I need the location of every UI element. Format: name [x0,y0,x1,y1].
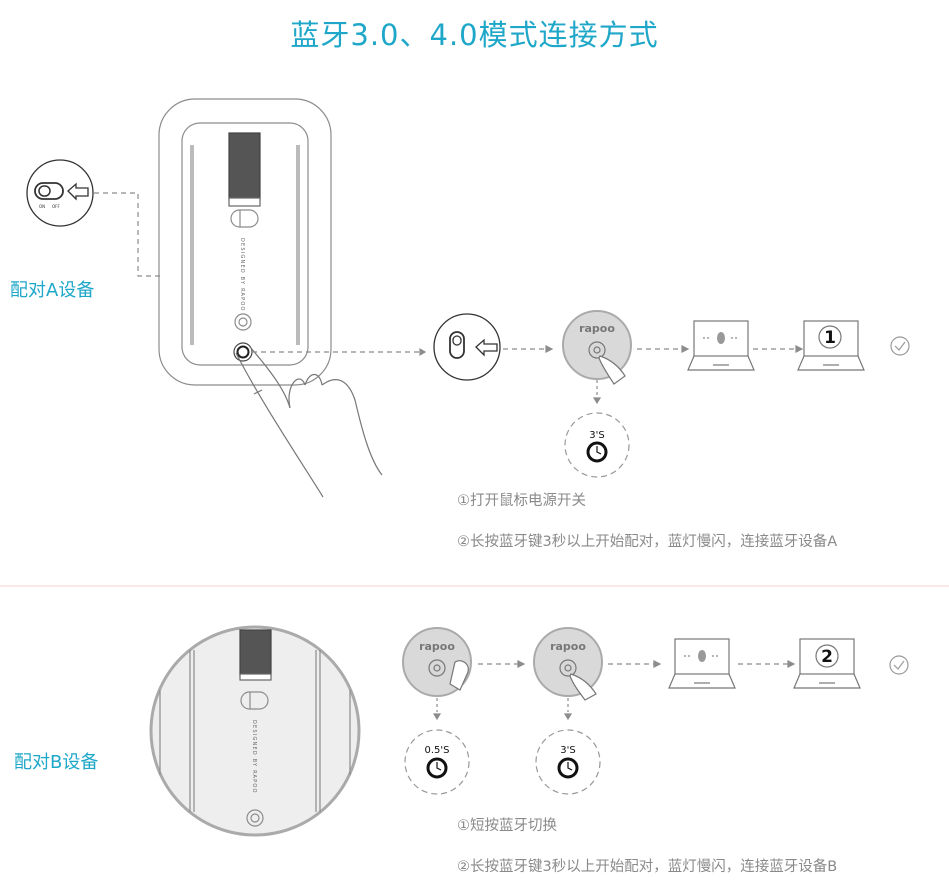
power-switch-icon [34,182,64,200]
timer-label-long: 3'S [560,745,575,756]
laptop-bluetooth-icon [687,320,755,371]
timer-label-short: 0.5'S [425,745,450,756]
laptop-number-icon-b [793,638,861,689]
mouse-branding-text-b: DESIGNED BY RAPOO [251,720,257,794]
timer-label: 3'S [589,430,604,441]
page-title: 蓝牙3.0、4.0模式连接方式 [290,18,659,52]
mouse-branding-text: DESIGNED BY RAPOO [239,238,245,312]
section-b-label: 配对B设备 [14,752,99,773]
hand-illustration [235,346,383,498]
check-circle-icon [890,336,910,356]
power-switch-bubble [26,159,94,227]
mouse-illustration-a [158,98,332,386]
section-a-label: 配对A设备 [10,280,95,301]
laptop-number-icon [797,320,865,371]
step-a-2: ②长按蓝牙键3秒以上开始配对，蓝灯慢闪，连接蓝牙设备A [457,534,838,550]
bluetooth-button-disc [562,310,632,385]
laptop-number-b: 2 [821,647,833,667]
brand-logo-b1: rapoo [419,640,455,653]
brand-logo: rapoo [579,322,615,335]
step-b-1: ①短按蓝牙切换 [457,818,557,834]
timer-icon [564,412,630,478]
arrow-left-icon [67,182,89,201]
laptop-bluetooth-icon-b [668,638,736,689]
timer-icon-short [404,729,470,795]
check-circle-icon-b [889,655,909,675]
power-switch-bubble-2 [433,313,501,381]
connector-line [94,192,160,277]
step-b-2: ②长按蓝牙键3秒以上开始配对，蓝灯慢闪，连接蓝牙设备B [457,859,838,875]
bluetooth-button-disc-short [402,627,472,697]
switch-off-label: OFF [52,204,60,209]
bluetooth-button-disc-long [533,627,603,701]
mouse-illustration-b [149,625,361,837]
section-divider [0,585,949,587]
timer-icon-long [535,729,601,795]
brand-logo-b2: rapoo [550,640,586,653]
section-a-diagram: ON OFF DESIGNED BY RAPOO rapoo 3'S 1 [26,98,910,498]
laptop-number: 1 [824,328,836,348]
switch-on-label: ON [39,204,45,209]
step-a-1: ①打开鼠标电源开关 [457,493,586,509]
